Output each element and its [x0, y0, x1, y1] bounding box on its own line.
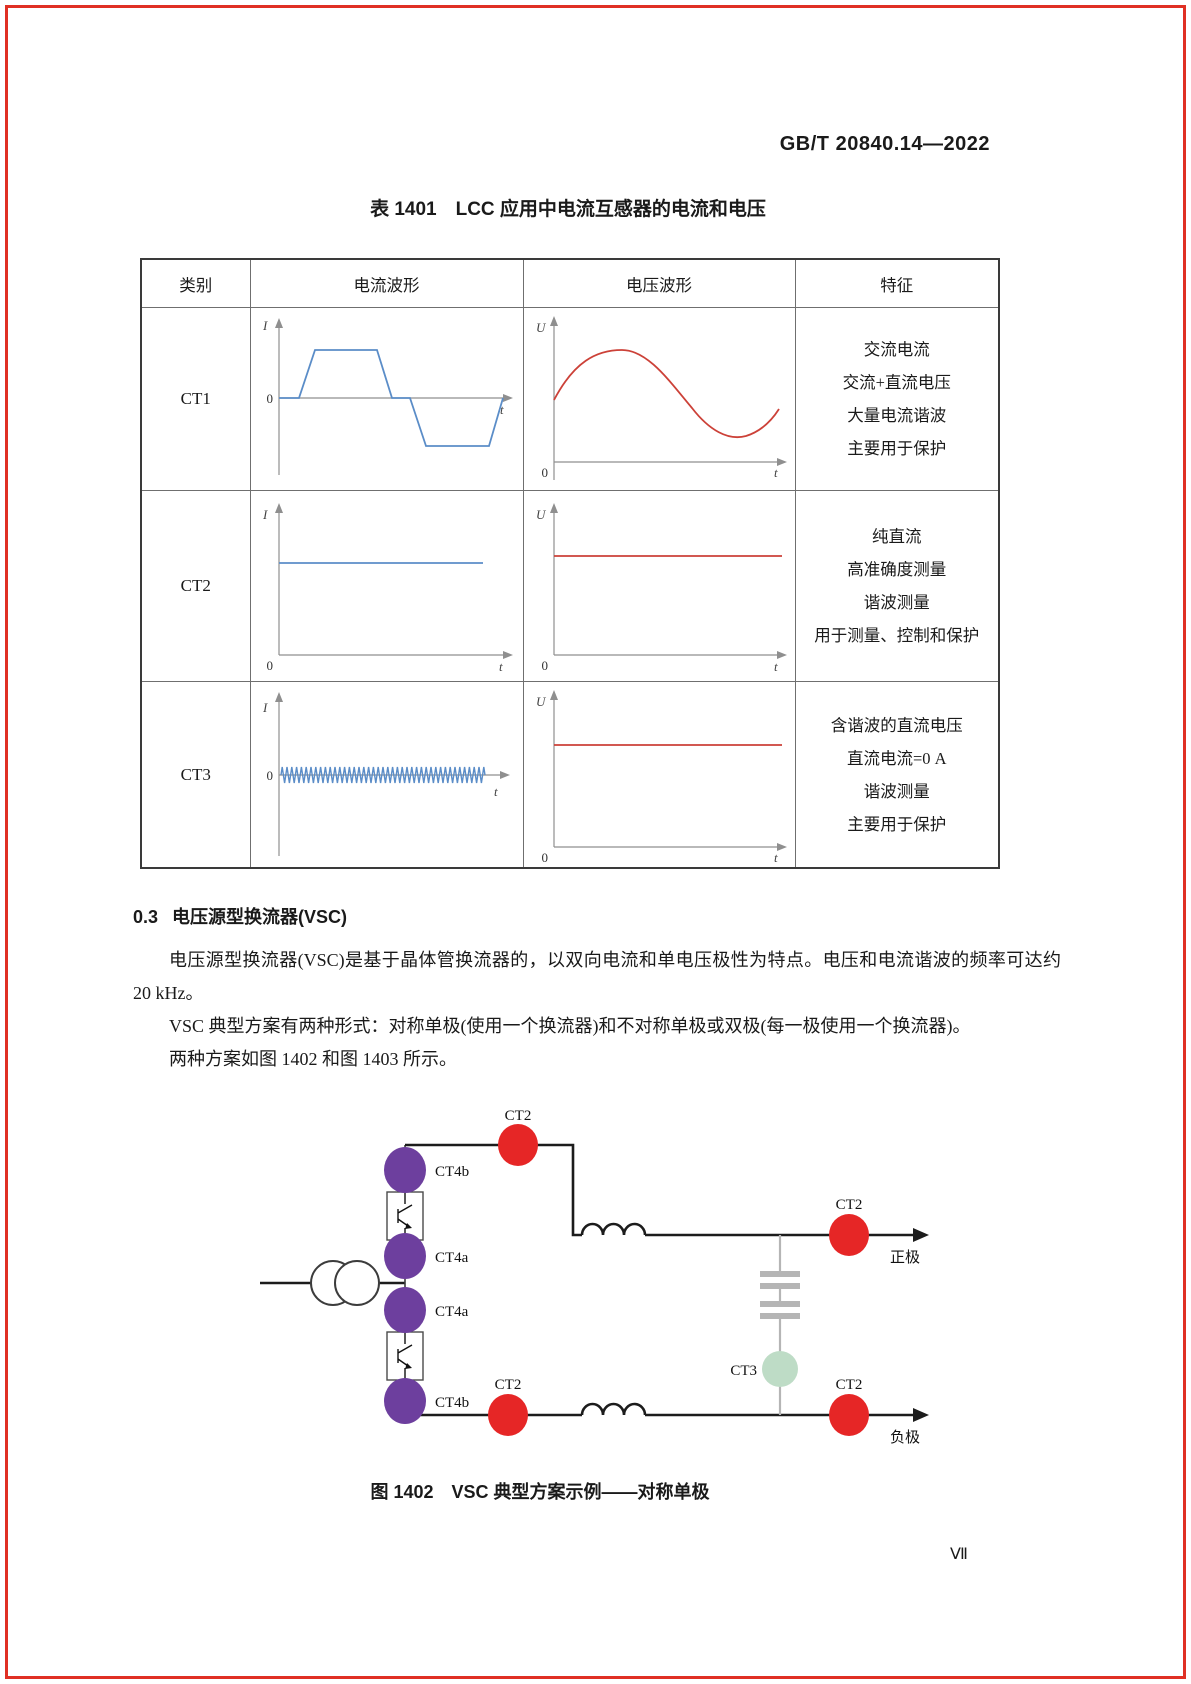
page-number: Ⅶ: [950, 1546, 968, 1563]
paragraph: 两种方案如图 1402 和图 1403 所示。: [169, 1049, 457, 1069]
ct2-label: CT2: [836, 1197, 863, 1213]
negative-pole-label: 负极: [890, 1429, 920, 1446]
col-header-current: 电流波形: [249, 258, 524, 308]
feature-line: 纯直流: [872, 527, 922, 546]
y-axis-label: U: [536, 320, 547, 335]
table-row-ct1: CT1 I 0 t U 0: [140, 307, 1000, 491]
converter-valve-icon: [386, 1331, 424, 1381]
inductor-icon: [580, 1222, 647, 1236]
ct4b-label: CT4b: [435, 1164, 469, 1180]
feature-line: 用于测量、控制和保护: [814, 626, 980, 645]
feature-line: 高准确度测量: [847, 560, 947, 579]
time-label: t: [494, 784, 498, 799]
origin-label: 0: [267, 658, 274, 673]
y-axis-label: I: [262, 507, 268, 522]
category-cell: CT3: [140, 681, 251, 869]
paragraph: 电压源型换流器(VSC)是基于晶体管换流器的，以双向电流和单电压极性为特点。电压…: [133, 950, 1061, 1003]
ct4b-node: [384, 1378, 426, 1424]
ct3-voltage-waveform: U 0 t: [522, 681, 796, 869]
ct2-node: [488, 1394, 528, 1436]
features-cell: 纯直流 高准确度测量 谐波测量 用于测量、控制和保护: [794, 490, 1000, 682]
ct4a-node: [384, 1287, 426, 1333]
col-header-features: 特征: [794, 258, 1000, 308]
ct4b-label: CT4b: [435, 1395, 469, 1411]
table-row-ct3: CT3 I 0 t U 0: [140, 681, 1000, 869]
feature-line: 大量电流谐波: [847, 406, 947, 425]
ct2-label: CT2: [836, 1377, 863, 1393]
origin-label: 0: [267, 768, 274, 783]
time-label: t: [500, 402, 504, 417]
feature-line: 直流电流=0 A: [846, 748, 947, 768]
body-text: 电压源型换流器(VSC)是基于晶体管换流器的，以双向电流和单电压极性为特点。电压…: [133, 944, 1061, 1076]
ct2-voltage-waveform: U 0 t: [522, 490, 796, 682]
origin-label: 0: [541, 658, 548, 673]
category-cell: CT2: [140, 490, 251, 682]
y-axis-label: U: [536, 507, 547, 522]
col-header-category: 类别: [140, 258, 251, 308]
capacitor-icon: [760, 1235, 800, 1415]
col-header-voltage: 电压波形: [522, 258, 796, 308]
features-cell: 含谐波的直流电压 直流电流=0 A 谐波测量 主要用于保护: [794, 681, 1000, 869]
doc-number: GB/T 20840.14—2022: [779, 133, 990, 155]
positive-arrowhead: [913, 1228, 929, 1242]
negative-arrowhead: [913, 1408, 929, 1422]
time-label: t: [499, 659, 503, 674]
y-axis-label: I: [262, 318, 268, 333]
category-cell: CT1: [140, 307, 251, 491]
positive-wire: [405, 1143, 582, 1237]
y-axis-label: I: [262, 700, 268, 715]
ct1-voltage-waveform: U 0 t: [522, 307, 796, 491]
figure-caption: 图 1402 VSC 典型方案示例——对称单极: [370, 1482, 710, 1502]
ct4a-label: CT4a: [435, 1250, 469, 1266]
feature-line: 主要用于保护: [847, 439, 947, 458]
time-label: t: [774, 659, 778, 674]
feature-line: 谐波测量: [863, 593, 930, 612]
ct3-current-waveform: I 0 t: [249, 681, 524, 869]
ct1-current-waveform: I 0 t: [249, 307, 524, 491]
feature-line: 交流电流: [863, 340, 930, 359]
y-axis-label: U: [536, 694, 547, 709]
vsc-diagram: CT2 CT2 CT2 CT2 CT4b CT4a CT4a CT4b CT3 …: [260, 1108, 929, 1446]
section-number: 0.3: [133, 907, 159, 927]
converter-valve-icon: [386, 1191, 424, 1241]
origin-label: 0: [267, 391, 274, 406]
origin-label: 0: [541, 850, 548, 865]
ct2-node: [829, 1394, 869, 1436]
table-1401: 类别 电流波形 电压波形 特征 CT1 I 0 t: [140, 258, 1000, 869]
time-label: t: [774, 850, 778, 865]
section-title: 电压源型换流器(VSC): [172, 907, 348, 927]
section-heading: 0.3 电压源型换流器(VSC): [133, 903, 347, 929]
trapezoid-trace: [279, 349, 504, 447]
ct4b-node: [384, 1147, 426, 1193]
feature-line: 交流+直流电压: [842, 373, 951, 392]
table-header-row: 类别 电流波形 电压波形 特征: [140, 258, 1000, 308]
transformer-icon: [310, 1260, 380, 1306]
ct2-node: [829, 1214, 869, 1256]
ct3-label: CT3: [730, 1363, 757, 1379]
paragraph: VSC 典型方案有两种形式：对称单极(使用一个换流器)和不对称单极或双极(每一极…: [169, 1016, 971, 1036]
table-title: 表 1401 LCC 应用中电流互感器的电流和电压: [370, 199, 766, 220]
ct2-label: CT2: [495, 1377, 522, 1393]
sine-trace: [552, 349, 780, 438]
feature-line: 主要用于保护: [847, 814, 947, 834]
time-label: t: [774, 465, 778, 480]
ripple-trace: [280, 766, 486, 784]
ct4a-node: [384, 1233, 426, 1279]
origin-label: 0: [541, 465, 548, 480]
ct4a-label: CT4a: [435, 1304, 469, 1320]
inductor-icon: [580, 1402, 647, 1416]
ct2-current-waveform: I 0 t: [249, 490, 524, 682]
ct2-node: [498, 1124, 538, 1166]
feature-line: 含谐波的直流电压: [830, 715, 963, 735]
ct3-node: [762, 1351, 798, 1387]
features-cell: 交流电流 交流+直流电压 大量电流谐波 主要用于保护: [794, 307, 1000, 491]
positive-pole-label: 正极: [890, 1249, 920, 1266]
table-row-ct2: CT2 I 0 t U 0: [140, 490, 1000, 682]
ct2-label: CT2: [505, 1108, 532, 1124]
feature-line: 谐波测量: [863, 781, 930, 801]
